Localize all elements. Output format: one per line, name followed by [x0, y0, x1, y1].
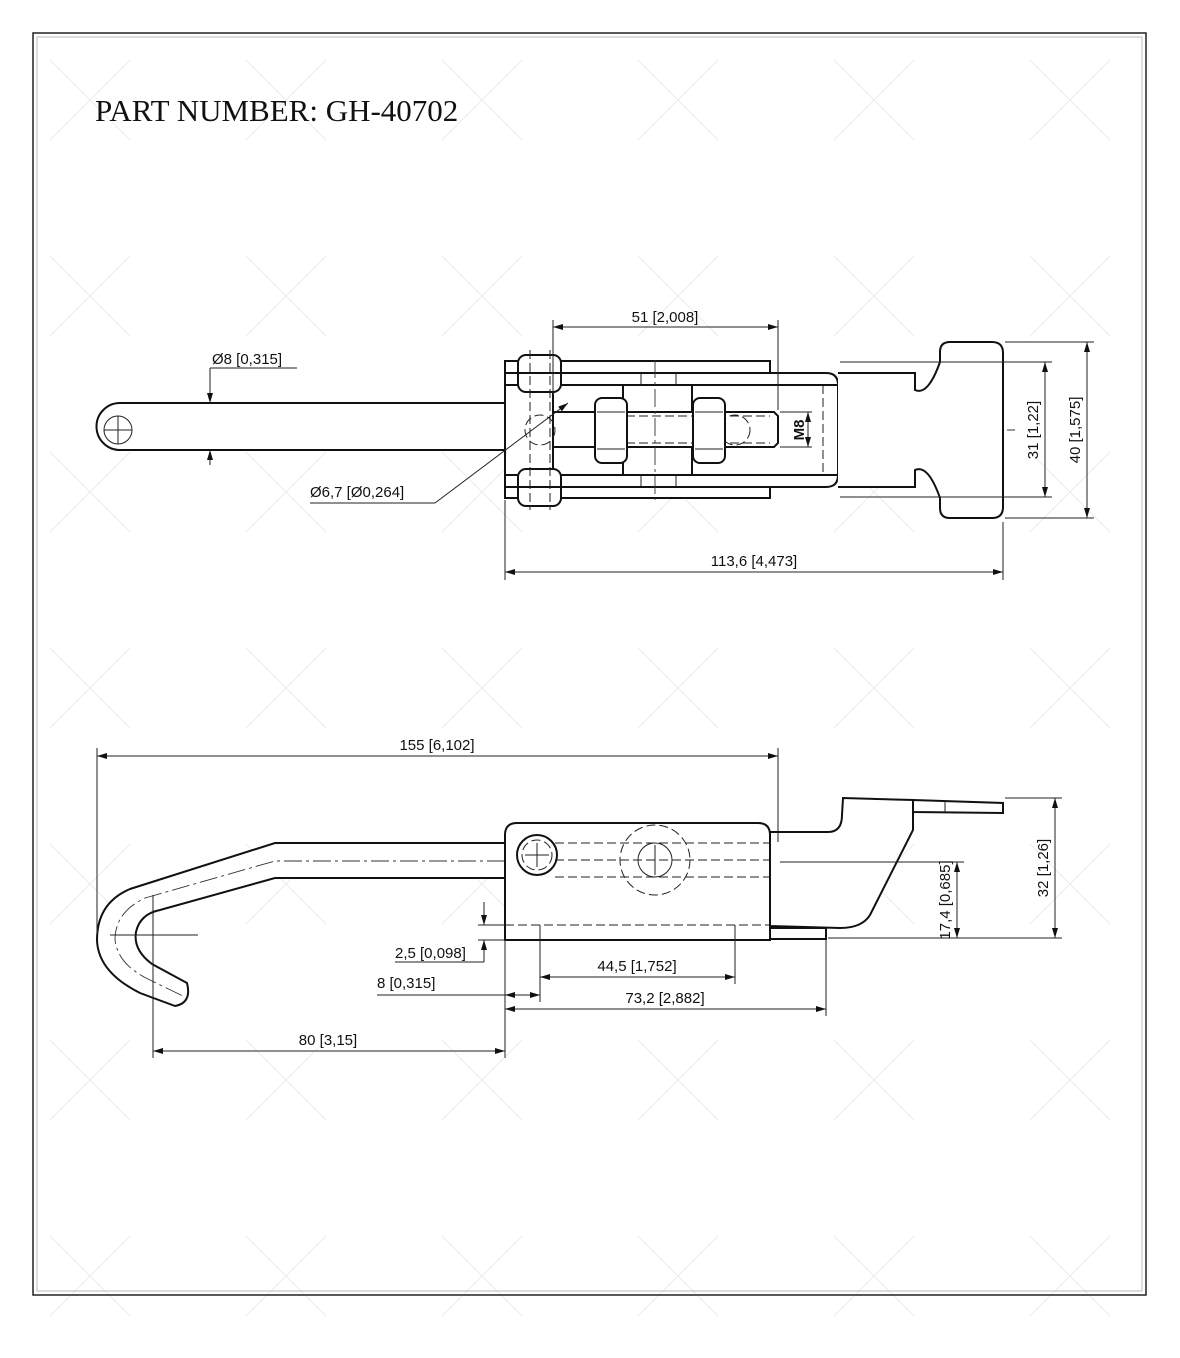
drawing-border	[32, 32, 1147, 1296]
watermark-mark	[637, 255, 719, 337]
dim-17-4: 17,4 [0,685]	[937, 860, 954, 939]
dim-73-2: 73,2 [2,882]	[625, 990, 704, 1007]
watermark-mark	[637, 59, 719, 141]
watermark-mark	[833, 59, 915, 141]
watermark-mark	[441, 647, 523, 729]
watermark-mark	[1029, 843, 1111, 925]
watermark-mark	[1029, 59, 1111, 141]
watermark-mark	[1029, 1039, 1111, 1121]
dim-113-6: 113,6 [4,473]	[711, 553, 797, 570]
watermark-mark	[49, 647, 131, 729]
watermark-mark	[833, 1039, 915, 1121]
watermark-mark	[1029, 647, 1111, 729]
watermark-mark	[637, 647, 719, 729]
dim-155: 155 [6,102]	[399, 737, 474, 754]
dim-2-5: 2,5 [0,098]	[395, 945, 466, 962]
watermark-mark	[245, 451, 327, 533]
dim-51: 51 [2,008]	[632, 309, 699, 326]
dim-80: 80 [3,15]	[299, 1032, 357, 1049]
top-view: 51 [2,008] Ø8 [0,315] Ø6,7 [Ø0,264] 113,…	[95, 309, 1094, 580]
nut	[692, 397, 726, 464]
dim-31: 31 [1,22]	[1025, 401, 1042, 459]
dim-dia8: Ø8 [0,315]	[212, 351, 282, 368]
watermark-mark	[245, 59, 327, 141]
watermark-mark	[833, 1235, 915, 1317]
side-view: 155 [6,102] 32 [1,26] 17,4 [0,685] 2,5 […	[95, 737, 1062, 1058]
watermark-mark	[49, 1039, 131, 1121]
watermark-mark	[49, 451, 131, 533]
watermark-mark	[441, 1235, 523, 1317]
watermark-mark	[441, 1039, 523, 1121]
watermark-mark	[637, 1235, 719, 1317]
watermark-mark	[441, 59, 523, 141]
nut	[594, 397, 628, 464]
dim-32: 32 [1,26]	[1035, 839, 1052, 897]
watermark-mark	[49, 1235, 131, 1317]
watermark-mark	[441, 255, 523, 337]
watermark-mark	[833, 255, 915, 337]
dim-44-5: 44,5 [1,752]	[597, 958, 676, 975]
dim-m8: M8	[791, 420, 808, 441]
watermark-mark	[49, 843, 131, 925]
watermark	[49, 59, 1111, 1317]
watermark-mark	[1029, 255, 1111, 337]
watermark-mark	[245, 255, 327, 337]
watermark-mark	[833, 647, 915, 729]
watermark-mark	[49, 255, 131, 337]
watermark-mark	[245, 1235, 327, 1317]
watermark-mark	[49, 59, 131, 141]
watermark-mark	[245, 647, 327, 729]
part-number-title: PART NUMBER: GH-40702	[95, 93, 458, 128]
dim-dia67: Ø6,7 [Ø0,264]	[310, 484, 404, 501]
watermark-mark	[637, 1039, 719, 1121]
watermark-mark	[1029, 1235, 1111, 1317]
watermark-mark	[1029, 451, 1111, 533]
dim-8: 8 [0,315]	[377, 975, 435, 992]
dim-40: 40 [1,575]	[1067, 397, 1084, 464]
